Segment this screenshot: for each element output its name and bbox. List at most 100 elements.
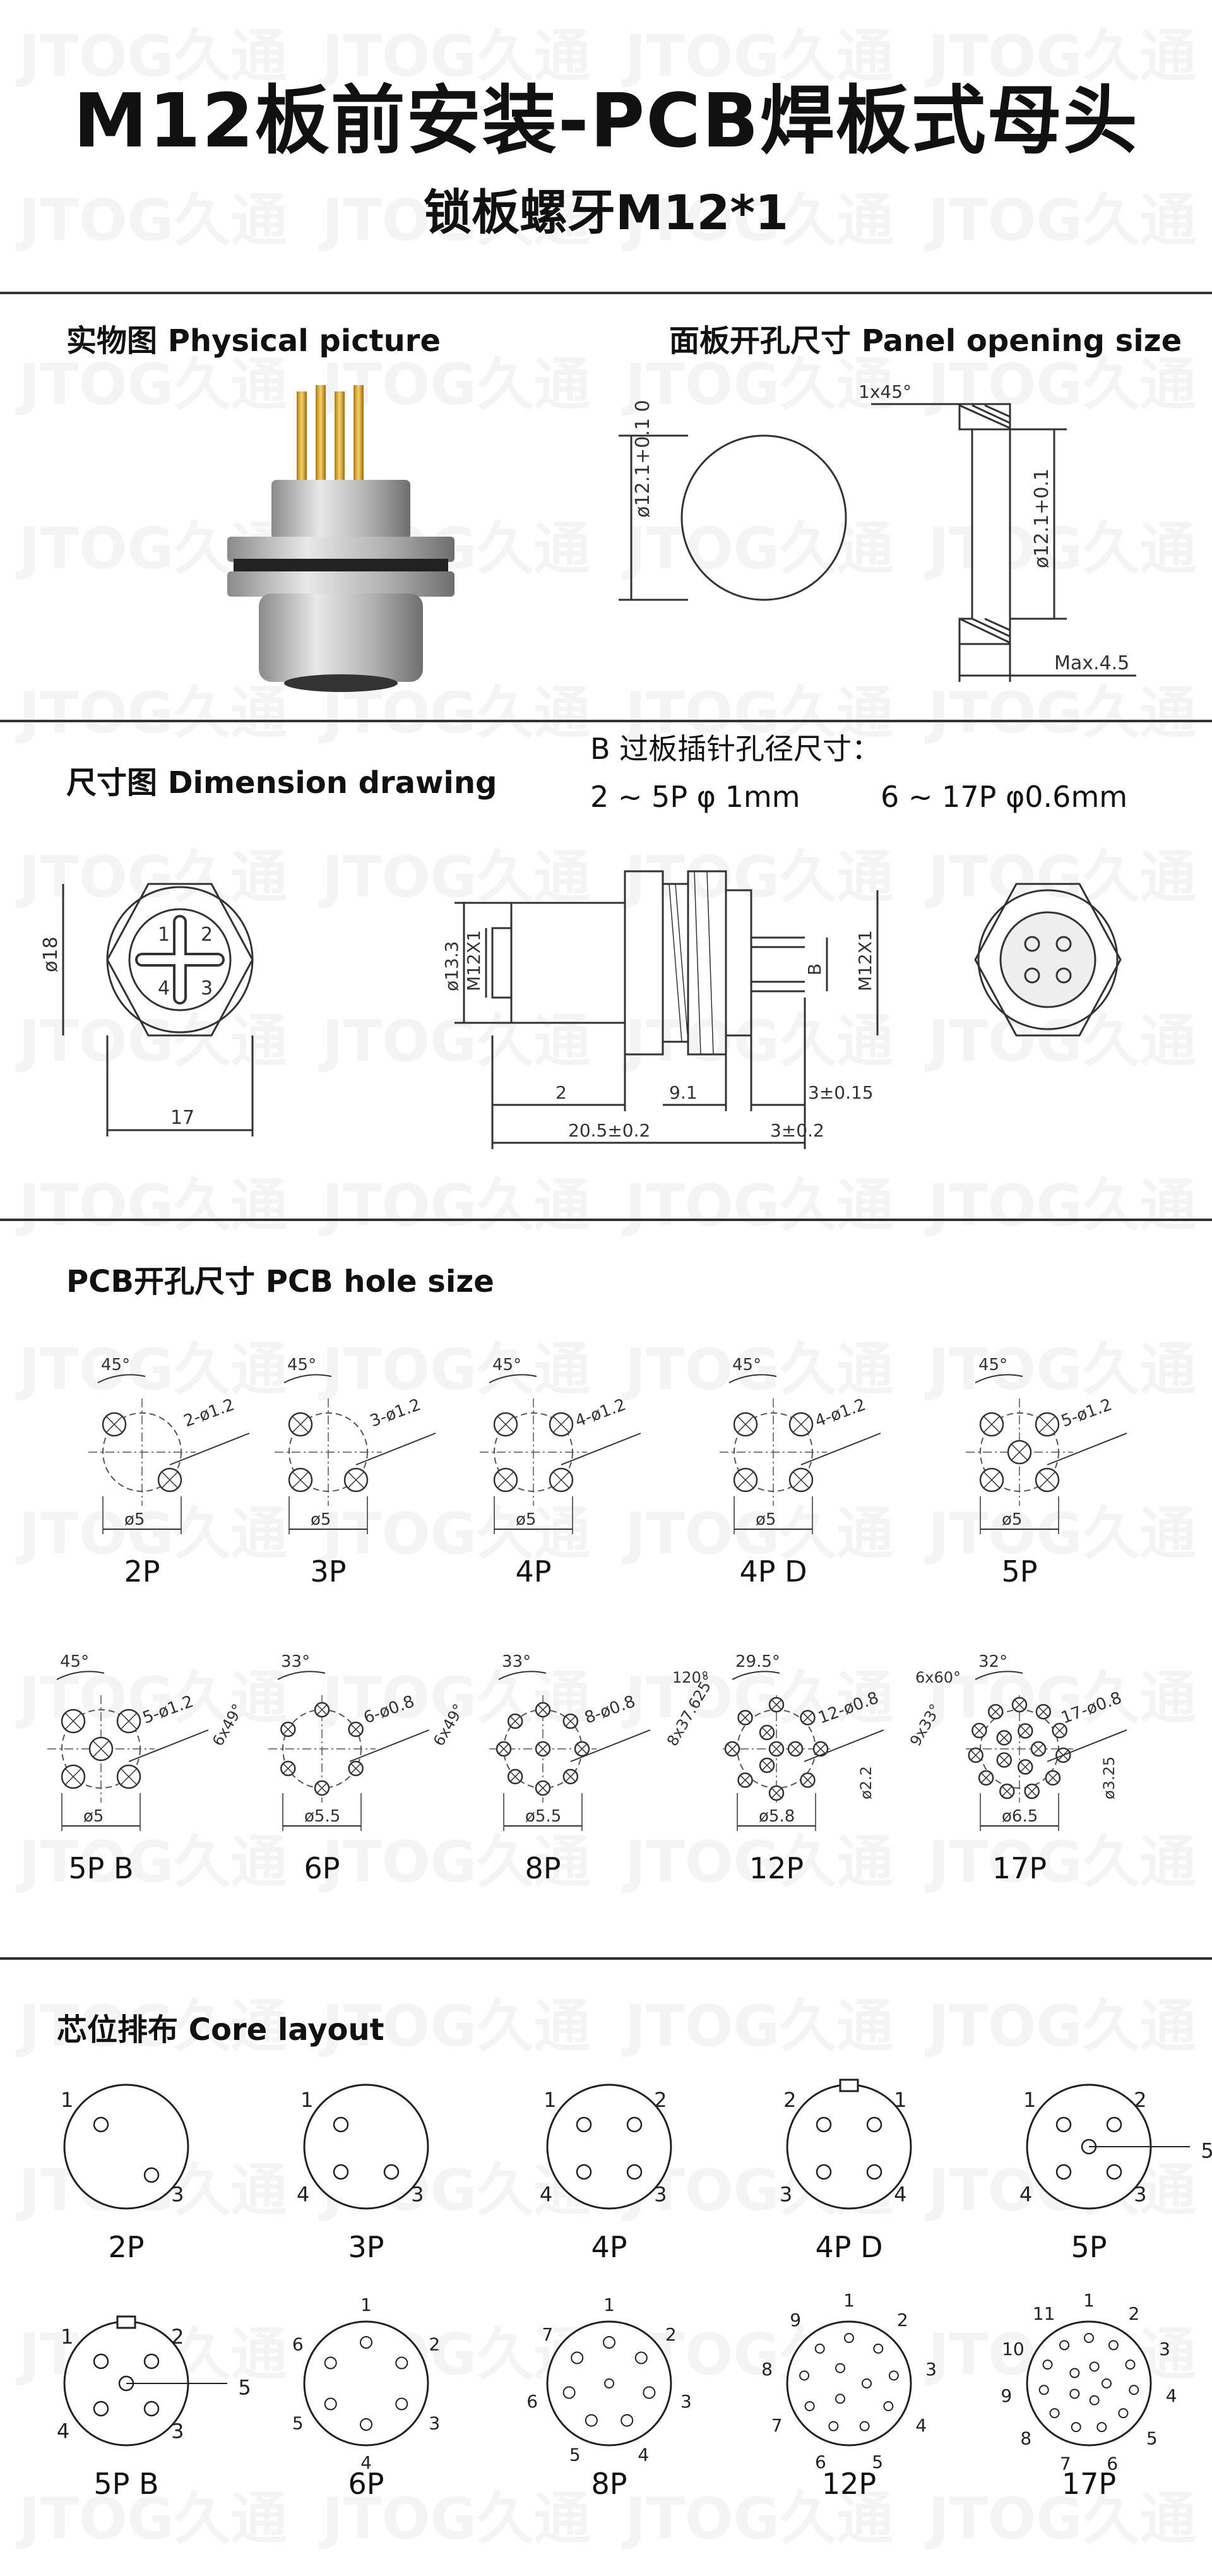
svg-text:4: 4 (1019, 2182, 1032, 2206)
svg-text:1: 1 (603, 2294, 615, 2315)
core-pin (828, 2421, 839, 2431)
core-pin (634, 2351, 648, 2364)
core-pin (626, 2116, 643, 2133)
svg-text:1: 1 (544, 2088, 556, 2112)
core-pin (324, 2356, 337, 2370)
svg-text:5: 5 (238, 2375, 251, 2399)
pcb-angle-label: 45° (732, 1356, 761, 1374)
core-pin-label: 5P (1071, 2230, 1107, 2264)
svg-text:2: 2 (1128, 2303, 1139, 2324)
pcb-hole-spec: 6-ø0.8 (361, 1692, 417, 1728)
pcb-dia-label: ø5 (124, 1510, 145, 1529)
svg-text:4: 4 (1166, 2385, 1177, 2406)
pcb-pin-label: 5P B (68, 1851, 133, 1885)
pcb-dia-label: ø5 (311, 1510, 331, 1529)
svg-text:10: 10 (1002, 2339, 1025, 2359)
core-pin-label: 4P (591, 2230, 627, 2264)
svg-text:3: 3 (171, 2419, 184, 2443)
core-pin (643, 2386, 656, 2399)
divider (0, 720, 1212, 722)
core-pin (576, 2164, 592, 2180)
svg-text:1: 1 (1023, 2088, 1036, 2112)
divider (0, 1957, 1212, 1960)
core-pin (799, 2370, 810, 2381)
core-pin (1038, 2385, 1049, 2395)
pcb-dia2-label: ø2.2 (857, 1766, 875, 1799)
svg-text:4: 4 (638, 2445, 649, 2466)
pcb-angle-label: 45° (978, 1356, 1007, 1374)
svg-text:4: 4 (540, 2182, 552, 2206)
svg-text:6: 6 (815, 2452, 826, 2472)
core-pin (626, 2164, 643, 2180)
core-pin-label: 6P (348, 2467, 384, 2501)
core-pin (1096, 2422, 1107, 2433)
svg-text:9: 9 (790, 2310, 801, 2330)
pcb-dia-label: ø5 (756, 1510, 776, 1529)
svg-text:6: 6 (526, 2391, 538, 2412)
pcb-hole-spec: 17-ø0.8 (1059, 1688, 1124, 1727)
svg-text:4: 4 (894, 2182, 906, 2206)
core-pin (888, 2370, 899, 2381)
core-pin (143, 2353, 160, 2370)
divider (0, 1219, 1212, 1221)
svg-text:4: 4 (158, 977, 170, 999)
pcb-pin-label: 5P (1001, 1554, 1037, 1589)
pcb-pin-label: 12P (749, 1851, 804, 1885)
pcb-angle-label: 33° (502, 1652, 531, 1671)
panel-chamfer: 1x45° (858, 381, 912, 402)
svg-text:7: 7 (542, 2324, 553, 2345)
dimension-heading: 尺寸图 Dimension drawing (66, 765, 497, 801)
pcb-angle-label: 45° (492, 1356, 521, 1374)
core-pin (873, 2343, 884, 2354)
svg-text:1: 1 (894, 2088, 906, 2112)
pcb-dia-label: ø6.5 (1002, 1807, 1038, 1826)
core-pin (360, 2418, 372, 2431)
core-pin-label: 8P (591, 2467, 627, 2501)
pcb-hole-spec: 4-ø1.2 (573, 1395, 628, 1431)
svg-text:2: 2 (783, 2088, 796, 2112)
core-pin (1049, 2408, 1060, 2419)
core-pin (816, 2164, 832, 2180)
pcb-angle2-label: 6x49° (209, 1701, 247, 1749)
svg-text:8: 8 (761, 2359, 773, 2380)
core-pin (333, 2116, 349, 2133)
pcb-pin-label: 17P (992, 1851, 1047, 1885)
svg-text:2: 2 (429, 2334, 440, 2355)
svg-text:9.1: 9.1 (669, 1082, 698, 1103)
svg-text:2: 2 (171, 2325, 184, 2349)
core-pin-label: 2P (108, 2230, 144, 2264)
core-pin (603, 2336, 615, 2349)
panel-opening-drawing: ø12.1+0.1 0 ø12.1+0.1 Max.4.5 1x45° (619, 381, 1136, 682)
pcb-angle3-label: 120° (672, 1669, 709, 1686)
core-pin-label: 4P D (815, 2230, 882, 2264)
svg-text:B: B (804, 963, 825, 975)
pcb-angle-label: 45° (101, 1356, 130, 1374)
svg-text:1: 1 (61, 2088, 73, 2112)
core-pin (816, 2116, 832, 2133)
pcb-angle-label: 32° (978, 1652, 1007, 1671)
pcb-pin-label: 3P (310, 1554, 346, 1589)
core-pin (395, 2397, 408, 2411)
svg-text:7: 7 (771, 2415, 783, 2436)
pcb-hole-spec: 8-ø0.8 (582, 1692, 638, 1728)
pcb-pin-label: 2P (124, 1554, 160, 1589)
svg-text:5: 5 (1146, 2428, 1158, 2448)
svg-text:20.5±0.2: 20.5±0.2 (568, 1120, 650, 1141)
svg-text:2: 2 (201, 924, 213, 946)
svg-text:1: 1 (1083, 2290, 1095, 2311)
svg-text:7: 7 (1060, 2454, 1071, 2474)
pcb-hole-spec: 5-ø1.2 (140, 1692, 196, 1728)
panel-dia-left: ø12.1+0.1 0 (632, 400, 654, 518)
core-pin (883, 2401, 894, 2411)
core-pin (93, 2400, 109, 2417)
pcb-dia2-label: ø3.25 (1100, 1756, 1118, 1799)
core-pin (1108, 2340, 1119, 2351)
pcb-dia-label: ø5 (1002, 1510, 1022, 1529)
pcb-angle2-label: 6x49° (430, 1701, 468, 1749)
